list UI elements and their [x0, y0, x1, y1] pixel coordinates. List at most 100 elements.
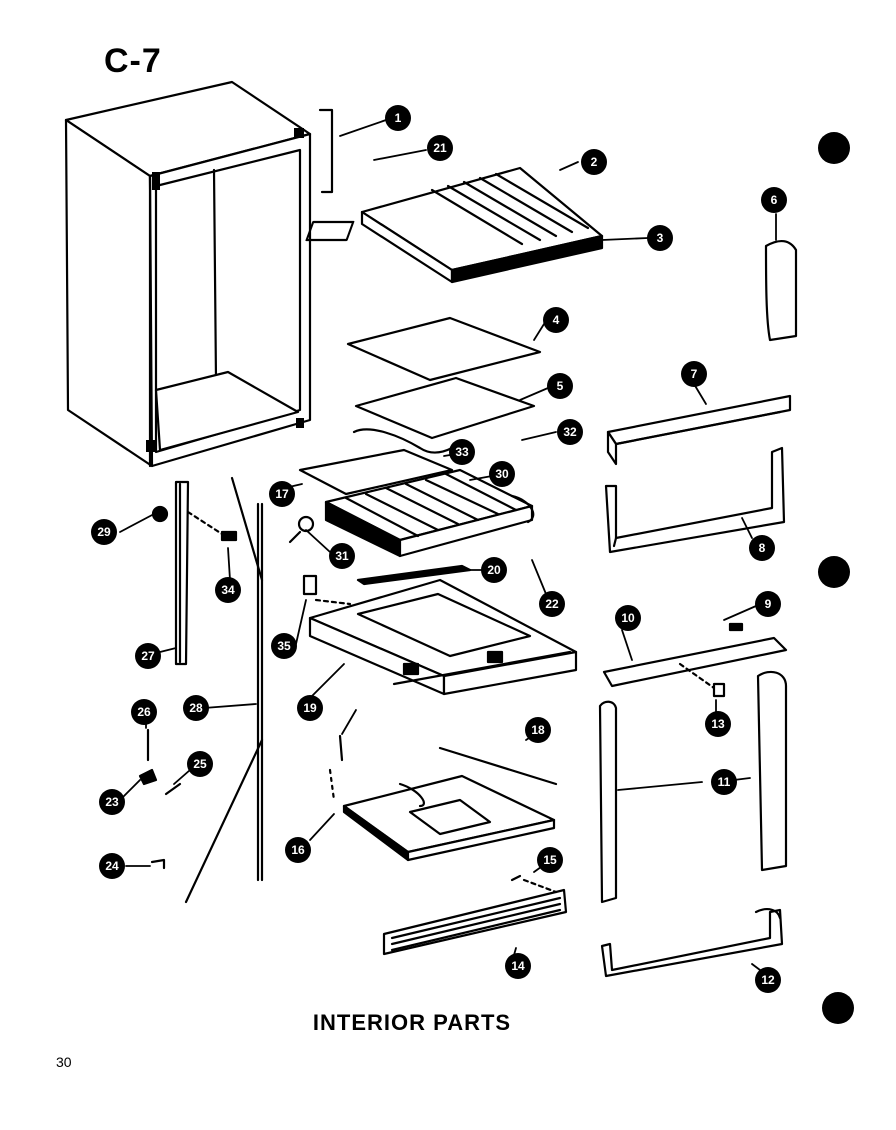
callout-11: 11	[711, 769, 737, 795]
diagram-title: INTERIOR PARTS	[312, 1010, 512, 1035]
callout-bubble	[131, 699, 157, 725]
callout-bubble	[481, 557, 507, 583]
callout-bubble	[297, 695, 323, 721]
callout-bubble	[183, 695, 209, 721]
callout-number: 18	[531, 723, 545, 737]
callout-bubble	[271, 633, 297, 659]
callout-number: 28	[189, 701, 203, 715]
callout-17: 17	[269, 481, 295, 507]
callout-16: 16	[285, 837, 311, 863]
callout-1: 1	[385, 105, 411, 131]
callout-2: 2	[581, 149, 607, 175]
part-3-top-panel	[305, 166, 604, 284]
callout-number: 29	[97, 525, 111, 539]
punch-hole-middle	[818, 556, 850, 588]
callout-number: 30	[495, 467, 509, 481]
callout-34: 34	[215, 577, 241, 603]
callout-bubble	[539, 591, 565, 617]
callout-21: 21	[427, 135, 453, 161]
callout-bubble	[755, 591, 781, 617]
callout-number: 27	[141, 649, 155, 663]
part-12-shelf	[600, 908, 784, 978]
callout-number: 14	[511, 959, 525, 973]
callout-number: 35	[277, 639, 291, 653]
callout-bubble	[99, 853, 125, 879]
part-11-left-liner	[598, 700, 618, 904]
callout-number: 1	[395, 111, 402, 125]
page-code: C-7	[104, 42, 162, 80]
part-14-grille	[382, 888, 568, 956]
callout-3: 3	[647, 225, 673, 251]
callout-bubble	[681, 361, 707, 387]
callout-27: 27	[135, 643, 161, 669]
callout-bubble	[581, 149, 607, 175]
callout-bubble	[91, 519, 117, 545]
callout-number: 23	[105, 795, 119, 809]
callout-7: 7	[681, 361, 707, 387]
part-10-trim	[602, 636, 788, 688]
callout-number: 3	[657, 231, 664, 245]
callout-bubble	[285, 837, 311, 863]
callout-bubble	[449, 439, 475, 465]
part-17-drip-panel	[298, 448, 454, 496]
callout-number: 31	[335, 549, 349, 563]
callout-number: 20	[487, 563, 501, 577]
callout-15: 15	[537, 847, 563, 873]
callout-bubble	[505, 953, 531, 979]
callout-number: 2	[591, 155, 598, 169]
part-4-sheet	[346, 316, 542, 382]
callout-number: 21	[433, 141, 447, 155]
callout-28: 28	[183, 695, 209, 721]
callout-bubble	[755, 967, 781, 993]
callout-bubble	[705, 711, 731, 737]
callout-bubble	[489, 461, 515, 487]
part-11-right-liner	[756, 670, 788, 872]
callout-5: 5	[547, 373, 573, 399]
callout-bubble	[749, 535, 775, 561]
callout-12: 12	[755, 967, 781, 993]
callout-number: 25	[193, 757, 207, 771]
callout-25: 25	[187, 751, 213, 777]
part-5-sheet	[354, 376, 536, 440]
callout-number: 12	[761, 973, 775, 987]
callout-bubble	[647, 225, 673, 251]
callout-number: 24	[105, 859, 119, 873]
callout-number: 6	[771, 193, 778, 207]
callout-24: 24	[99, 853, 125, 879]
callout-22: 22	[539, 591, 565, 617]
callout-bubble	[525, 717, 551, 743]
callout-6: 6	[761, 187, 787, 213]
punch-hole-top	[818, 132, 850, 164]
callout-bubble	[537, 847, 563, 873]
callout-bubble	[215, 577, 241, 603]
callout-bubble	[269, 481, 295, 507]
part-16-crisper-cover	[342, 774, 556, 862]
callout-number: 8	[759, 541, 766, 555]
callout-30: 30	[489, 461, 515, 487]
callout-number: 13	[711, 717, 725, 731]
callout-bubble	[711, 769, 737, 795]
part-6-trim	[764, 240, 798, 342]
callout-number: 17	[275, 487, 289, 501]
callout-10: 10	[615, 605, 641, 631]
callout-23: 23	[99, 789, 125, 815]
callout-4: 4	[543, 307, 569, 333]
cabinet-shell	[64, 80, 312, 468]
callout-number: 15	[543, 853, 557, 867]
punch-hole-bottom	[822, 992, 854, 1024]
callout-29: 29	[91, 519, 117, 545]
part-30-evaporator	[324, 468, 535, 558]
callout-bubble	[543, 307, 569, 333]
callout-9: 9	[755, 591, 781, 617]
callout-bubble	[557, 419, 583, 445]
callout-number: 16	[291, 843, 305, 857]
callout-32: 32	[557, 419, 583, 445]
callout-bubble	[761, 187, 787, 213]
part-8-bin	[604, 446, 786, 554]
callout-number: 9	[765, 597, 772, 611]
callout-8: 8	[749, 535, 775, 561]
part-19-drain-pan	[308, 578, 578, 696]
callout-number: 7	[691, 367, 698, 381]
callout-bubble	[99, 789, 125, 815]
